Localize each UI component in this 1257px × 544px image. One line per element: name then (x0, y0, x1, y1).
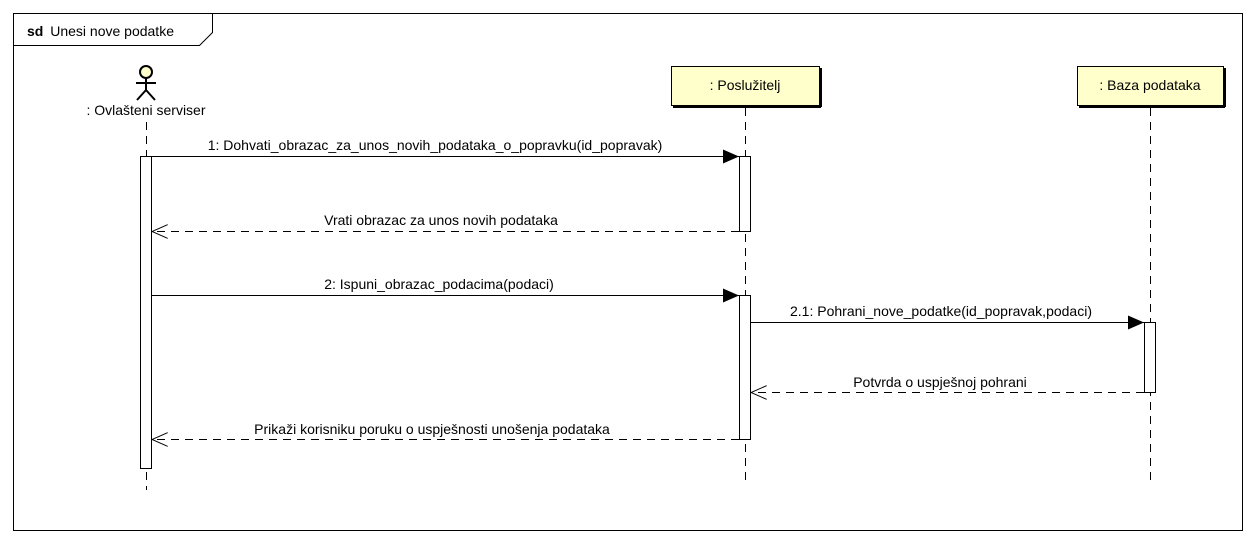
sd-frame-tab (13, 13, 213, 46)
message-label: Vrati obrazac za unos novih podataka (324, 212, 558, 228)
message-2[interactable]: 2: Ispuni_obrazac_podacima(podaci) (152, 276, 739, 303)
return-message-1[interactable]: Vrati obrazac za unos novih podataka (152, 212, 739, 232)
frame-name: Unesi nove podatke (50, 23, 174, 39)
participant-baza-podataka[interactable]: : Baza podataka (1077, 66, 1226, 108)
stick-figure-icon (136, 65, 156, 101)
participant-label: : Baza podataka (1099, 77, 1200, 93)
message-label: 1: Dohvati_obrazac_za_unos_novih_podatak… (208, 137, 663, 153)
message-label: Potvrda o uspješnoj pohrani (853, 374, 1027, 390)
message-label: 2.1: Pohrani_nove_podatke(id_popravak,po… (790, 303, 1092, 319)
activation-bar-posluzitelj-1 (739, 156, 751, 232)
message-1[interactable]: 1: Dohvati_obrazac_za_unos_novih_podatak… (152, 137, 739, 164)
message-label: Prikaži korisniku poruku o uspješnosti u… (254, 421, 610, 437)
activation-bar-actor (140, 156, 152, 469)
frame-keyword: sd (27, 23, 43, 39)
return-message-2[interactable]: Prikaži korisniku poruku o uspješnosti u… (152, 421, 739, 440)
participant-posluzitelj[interactable]: : Poslužitelj (671, 66, 822, 108)
message-label: 2: Ispuni_obrazac_podacima(podaci) (324, 276, 554, 292)
actor-ovlasteni-serviser[interactable]: : Ovlašteni serviser (86, 65, 206, 118)
activation-bar-posluzitelj-2 (739, 295, 751, 440)
message-2-1[interactable]: 2.1: Pohrani_nove_podatke(id_popravak,po… (751, 303, 1144, 330)
sd-frame (13, 13, 1243, 531)
participant-label: : Poslužitelj (710, 77, 781, 93)
activation-bar-baza (1144, 322, 1156, 393)
return-message-2-1[interactable]: Potvrda o uspješnoj pohrani (751, 374, 1144, 393)
actor-label: : Ovlašteni serviser (86, 102, 205, 118)
frame-title: sd Unesi nove podatke (27, 23, 174, 39)
